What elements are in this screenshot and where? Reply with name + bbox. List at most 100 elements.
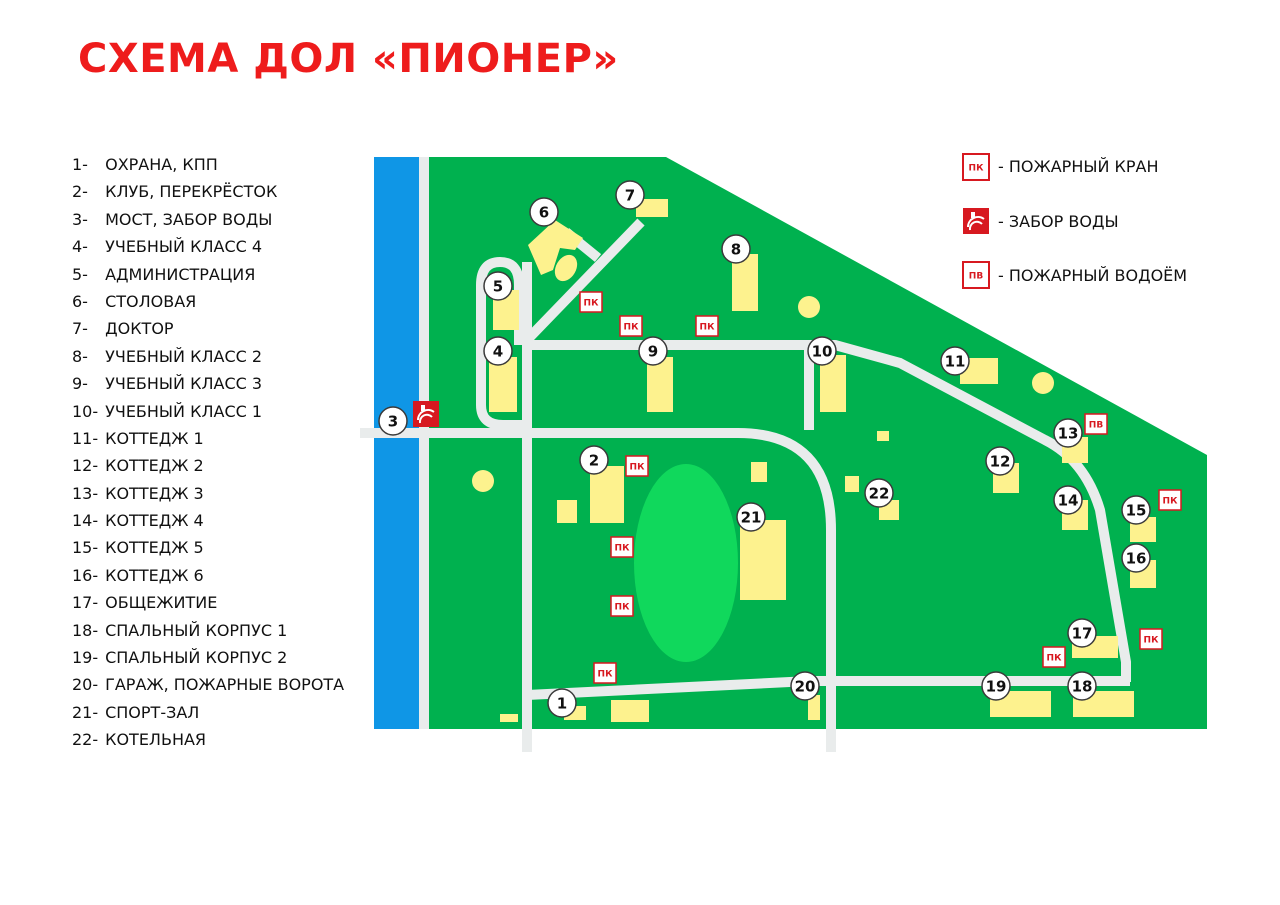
legend-item: 2- КЛУБ, ПЕРЕКРЁСТОК	[72, 182, 278, 202]
tree-3	[472, 470, 494, 492]
marker-label: 1	[557, 695, 567, 713]
marker-15: 15	[1121, 495, 1151, 525]
marker-label: 2	[589, 452, 599, 470]
marker-label: 18	[1072, 678, 1093, 696]
legend-item: 6- СТОЛОВАЯ	[72, 291, 197, 311]
marker-label: 11	[945, 353, 966, 371]
marker-11: 11	[940, 346, 970, 376]
hydrant-label: ПК	[615, 603, 631, 613]
shed-small-3	[877, 431, 889, 441]
marker-label: 21	[741, 509, 762, 527]
marker-10: 10	[807, 336, 837, 366]
marker-6: 6	[529, 197, 559, 227]
fire-hydrant-marker: ПК	[579, 291, 603, 313]
marker-7: 7	[615, 180, 645, 210]
marker-label: 14	[1058, 492, 1079, 510]
building-6-dining	[528, 220, 583, 275]
marker-20: 20	[790, 671, 820, 701]
marker-22: 22	[864, 478, 894, 508]
fire-hydrant-marker: ПК	[610, 595, 634, 617]
marker-label: 6	[539, 204, 549, 222]
map-key: ПК - ПОЖАРНЫЙ КРАН - ЗАБОР ВОДЫ ПВ - ПОЖ…	[962, 153, 1187, 289]
page-title: СХЕМА ДОЛ «ПИОНЕР»	[78, 36, 619, 82]
legend-item: 14- КОТТЕДЖ 4	[72, 511, 204, 531]
legend-item: 12- КОТТЕДЖ 2	[72, 456, 204, 476]
building-6-annex	[554, 254, 578, 282]
hydrant-label: ПК	[624, 323, 640, 333]
legend-list: 1- ОХРАНА, КПП 2- КЛУБ, ПЕРЕКРЁСТОК 3- М…	[72, 151, 344, 754]
marker-label: 10	[812, 343, 833, 361]
legend-item: 22- КОТЕЛЬНАЯ	[72, 730, 207, 750]
marker-label: 15	[1126, 502, 1147, 520]
hydrant-label: ПК	[598, 670, 614, 680]
hydrant-label: ПК	[1144, 636, 1160, 646]
legend-item: 20- ГАРАЖ, ПОЖАРНЫЕ ВОРОТА	[72, 675, 345, 695]
marker-label: 20	[795, 678, 816, 696]
legend-item: 5- АДМИНИСТРАЦИЯ	[72, 264, 256, 284]
legend-item: 17- ОБЩЕЖИТИЕ	[72, 593, 218, 613]
hydrant-label: ПК	[584, 299, 600, 309]
legend-item: 19- СПАЛЬНЫЙ КОРПУС 2	[72, 648, 288, 668]
fire-hydrant-marker: ПК	[625, 455, 649, 477]
legend-item: 4- УЧЕБНЫЙ КЛАСС 4	[72, 237, 263, 257]
legend-item: 13- КОТТЕДЖ 3	[72, 483, 204, 503]
marker-label: 13	[1058, 425, 1079, 443]
legend-item: 15- КОТТЕДЖ 5	[72, 538, 204, 558]
legend-item: 21- СПОРТ-ЗАЛ	[72, 702, 200, 722]
gate-post	[500, 714, 518, 722]
marker-14: 14	[1053, 485, 1083, 515]
marker-label: 16	[1126, 550, 1147, 568]
building-2	[590, 466, 624, 523]
hydrant-markers: ПК ПК ПК ПК ПК ПК ПК ПК ПК ПК ПВ	[579, 291, 1182, 684]
legend-item: 11- КОТТЕДЖ 1	[72, 428, 204, 448]
river	[374, 157, 420, 729]
tree-1	[798, 296, 820, 318]
fire-hydrant-marker: ПК	[619, 315, 643, 337]
fire-hydrant-marker: ПК	[1139, 628, 1163, 650]
legend-item: 18- СПАЛЬНЫЙ КОРПУС 1	[72, 620, 288, 640]
legend-item: 9- УЧЕБНЫЙ КЛАСС 3	[72, 374, 263, 394]
hydrant-label: ПК	[700, 323, 716, 333]
building-7	[636, 199, 668, 217]
marker-label: 9	[648, 343, 658, 361]
marker-label: 19	[986, 678, 1007, 696]
hydrant-label: ПВ	[1089, 421, 1104, 431]
shed-2	[557, 500, 577, 523]
marker-19: 19	[981, 671, 1011, 701]
legend-item: 16- КОТТЕДЖ 6	[72, 565, 204, 585]
building-1-kpp	[611, 700, 649, 722]
marker-label: 22	[869, 485, 890, 503]
hydrant-label: ПК	[630, 463, 646, 473]
legend-item: 1- ОХРАНА, КПП	[72, 155, 218, 174]
building-21-gym	[740, 520, 786, 600]
fire-hydrant-marker: ПК	[695, 315, 719, 337]
building-4	[489, 357, 517, 412]
marker-9: 9	[638, 336, 668, 366]
hydrant-key-label: - ПОЖАРНЫЙ КРАН	[998, 157, 1159, 176]
legend-item: 3- МОСТ, ЗАБОР ВОДЫ	[72, 209, 273, 229]
marker-label: 3	[388, 413, 398, 431]
shed-small-1	[751, 462, 767, 482]
fire-hydrant-marker: ПК	[1042, 646, 1066, 668]
water-intake-key-label: - ЗАБОР ВОДЫ	[998, 212, 1119, 231]
sports-field	[634, 464, 738, 662]
marker-2: 2	[579, 445, 609, 475]
marker-4: 4	[483, 336, 513, 366]
reservoir-key-icon	[962, 261, 990, 289]
hydrant-label: ПК	[1163, 497, 1179, 507]
hydrant-label: ПК	[1047, 654, 1063, 664]
hydrant-label: ПК	[615, 544, 631, 554]
shed-small-2	[845, 476, 859, 492]
marker-21: 21	[736, 502, 766, 532]
marker-8: 8	[721, 234, 751, 264]
water-intake-key-icon	[963, 208, 989, 234]
water-intake-icon	[413, 401, 439, 427]
marker-label: 4	[493, 343, 503, 361]
marker-3: 3	[378, 406, 408, 436]
building-20	[808, 695, 820, 720]
legend-item: 10- УЧЕБНЫЙ КЛАСС 1	[72, 401, 263, 421]
marker-1: 1	[547, 688, 577, 718]
fire-hydrant-marker: ПК	[593, 662, 617, 684]
